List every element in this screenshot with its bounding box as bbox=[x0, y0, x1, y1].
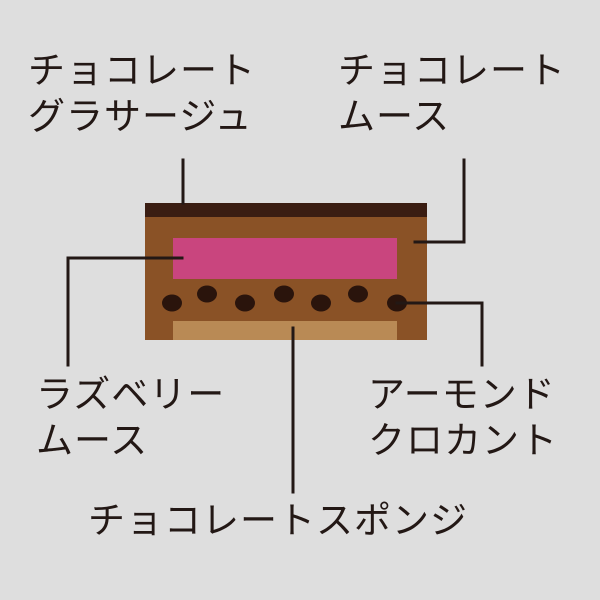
label-almond-croquant-line2: クロカント bbox=[368, 419, 558, 462]
chocolate-glacage-layer bbox=[145, 203, 427, 217]
label-raspberry-mousse-line2: ムース bbox=[36, 419, 149, 462]
label-raspberry-mousse: ラズベリー ムース bbox=[36, 372, 225, 464]
label-chocolate-sponge: チョコレートスポンジ bbox=[88, 498, 468, 544]
almond-dot bbox=[274, 285, 294, 303]
label-chocolate-mousse: チョコレート ムース bbox=[338, 48, 566, 140]
label-chocolate-glacage: チョコレート グラサージュ bbox=[28, 48, 256, 140]
label-chocolate-mousse-line2: ムース bbox=[338, 95, 451, 138]
almond-dot bbox=[348, 285, 368, 303]
leader-line-raspberry-mousse bbox=[66, 256, 184, 367]
label-chocolate-glacage-line2: グラサージュ bbox=[28, 95, 253, 138]
almond-dot bbox=[311, 294, 331, 312]
label-chocolate-mousse-line1: チョコレート bbox=[338, 49, 566, 92]
label-almond-croquant-line1: アーモンド bbox=[368, 373, 556, 416]
almond-dot bbox=[235, 294, 255, 312]
chocolate-sponge-layer bbox=[173, 321, 397, 340]
label-raspberry-mousse-line1: ラズベリー bbox=[36, 373, 226, 416]
label-chocolate-glacage-line1: チョコレート bbox=[28, 49, 256, 92]
leader-line-chocolate-mousse bbox=[413, 158, 466, 244]
leader-line-almond-croquant bbox=[395, 301, 484, 367]
almond-dot bbox=[162, 294, 182, 312]
label-chocolate-sponge-line1: チョコレートスポンジ bbox=[88, 499, 468, 542]
label-almond-croquant: アーモンド クロカント bbox=[368, 372, 558, 464]
raspberry-mousse-layer bbox=[173, 238, 397, 279]
almond-dot bbox=[197, 285, 217, 303]
